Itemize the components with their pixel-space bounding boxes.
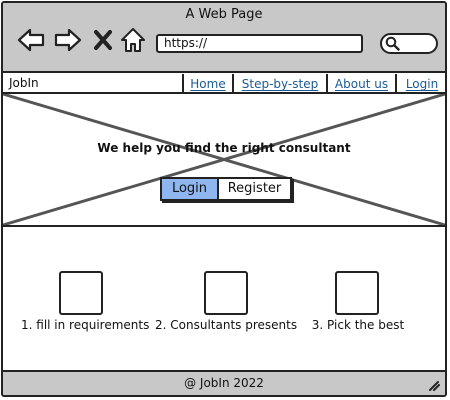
step-2-image [204, 271, 248, 315]
step-1-label: 1. fill in requirements [21, 318, 150, 332]
window-title: A Web Page [185, 7, 263, 22]
step-3-image [335, 271, 379, 315]
footer-copyright: @ JobIn 2022 [184, 376, 264, 390]
site-logo: JobIn [9, 76, 39, 90]
login-button[interactable]: Login [162, 179, 219, 199]
resize-grip-icon[interactable] [427, 378, 441, 392]
close-icon[interactable] [92, 27, 114, 53]
search-icon [385, 36, 400, 51]
hero-button-group: Login Register [160, 177, 292, 201]
menu-item-step-by-step[interactable]: Step-by-step [232, 74, 326, 92]
url-input[interactable]: https:// [156, 34, 363, 53]
register-button[interactable]: Register [219, 179, 290, 199]
site-menu-bar: JobIn Home Step-by-step About us Login [3, 74, 445, 94]
image-placeholder [3, 94, 445, 225]
menu-item-home[interactable]: Home [182, 74, 232, 92]
forward-arrow-icon[interactable] [54, 27, 82, 53]
browser-toolbar: A Web Page https:// [3, 3, 445, 73]
step-1-image [59, 271, 103, 315]
step-3-label: 3. Pick the best [311, 318, 405, 332]
step-2-label: 2. Consultants presents [155, 318, 298, 332]
hero-section: We help you find the right consultant Lo… [3, 94, 445, 227]
hero-headline: We help you find the right consultant [97, 141, 351, 155]
home-icon[interactable] [120, 27, 146, 53]
menu-item-about-us[interactable]: About us [326, 74, 395, 92]
search-input[interactable] [380, 33, 438, 54]
back-arrow-icon[interactable] [17, 27, 45, 53]
page-footer: @ JobIn 2022 [3, 370, 445, 395]
menu-item-login[interactable]: Login [395, 74, 445, 92]
